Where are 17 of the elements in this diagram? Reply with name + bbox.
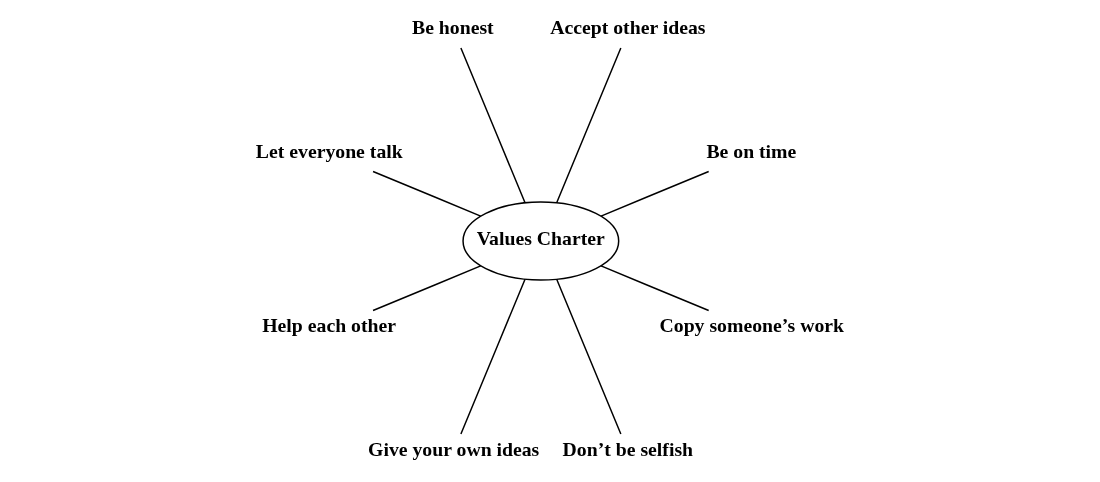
node-text: Accept other ideas <box>550 15 706 38</box>
connector <box>555 278 622 435</box>
node-ellipse: Values Charter <box>462 201 620 281</box>
node-text: Don’t be selfish <box>562 437 694 460</box>
node-text: Copy someone’s work <box>659 314 845 337</box>
connector <box>600 170 710 217</box>
node-text: Be honest <box>412 15 494 38</box>
node-text: Be on time <box>706 139 797 162</box>
connector <box>600 265 710 312</box>
connector <box>460 278 526 435</box>
node-text: Help each other <box>262 314 396 337</box>
connector <box>460 47 526 204</box>
node-text: Let everyone talk <box>255 139 403 162</box>
connector <box>372 170 482 217</box>
connector <box>555 47 622 204</box>
node-text: Give your own ideas <box>368 437 540 460</box>
connector <box>372 265 482 312</box>
